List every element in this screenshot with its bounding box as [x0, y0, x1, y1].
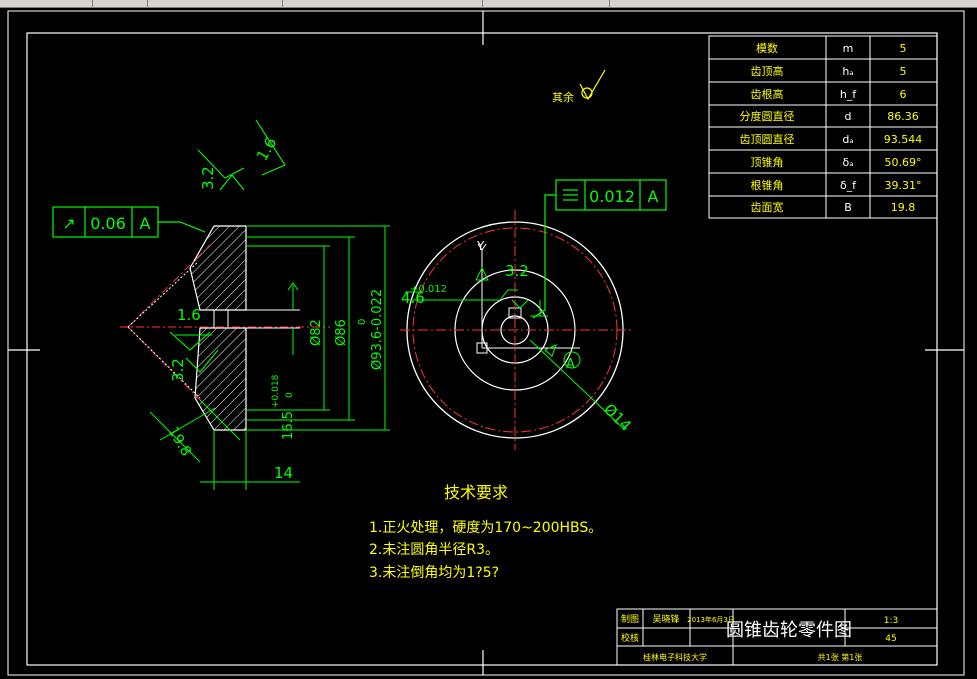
dim-14: 14	[274, 464, 293, 482]
gear-parameter-table	[708, 35, 938, 219]
symmetry-value: 0.012	[589, 187, 635, 206]
gear-front-view: Y	[400, 210, 632, 450]
param-name: 齿顶圆直径	[740, 132, 795, 146]
param-symbol: δₐ	[842, 156, 853, 169]
dim-phi93-upper: 0	[357, 319, 368, 325]
param-value: 93.544	[884, 133, 923, 146]
pitch-cone-lines	[120, 244, 330, 413]
window-toolbar-strip	[0, 0, 977, 8]
roughness-symbols-section	[169, 119, 286, 373]
roughness-16-top: 1.6	[253, 134, 281, 164]
dim-phi82: Ø82	[309, 319, 324, 346]
inner-frame	[26, 32, 938, 666]
axis-y-label: Y	[476, 239, 485, 253]
param-value: 5	[900, 65, 907, 78]
title-material: 45	[885, 634, 896, 644]
width-dimension-lines	[149, 399, 300, 490]
param-value: 19.8	[891, 201, 916, 214]
param-name: 顶锥角	[751, 156, 784, 169]
roughness-32-low: 3.2	[169, 358, 187, 382]
roughness-16-mid: 1.6	[177, 306, 201, 324]
param-symbol: dₐ	[842, 133, 853, 146]
title-drawer: 吴晓锋	[652, 613, 679, 625]
param-name: 模数	[756, 42, 778, 55]
param-name: 齿面宽	[751, 200, 784, 214]
param-value: 6	[900, 88, 907, 101]
runout-tolerance-frame	[52, 206, 206, 238]
runout-datum: A	[140, 214, 151, 233]
toolbar-segment[interactable]	[282, 0, 483, 7]
dim-phi14: Ø14	[600, 400, 635, 435]
dim-bore: 16.5	[281, 411, 296, 440]
title-block	[616, 608, 938, 666]
toolbar-segment[interactable]	[0, 0, 93, 7]
roughness-32-left: 3.2	[199, 166, 217, 190]
param-value: 5	[900, 42, 907, 55]
param-symbol: m	[843, 42, 854, 55]
gear-section-view	[120, 225, 330, 431]
diameter-dimension-lines	[246, 225, 390, 431]
toolbar-segment[interactable]	[147, 0, 283, 7]
dim-keyway-width: 4.6	[401, 289, 425, 307]
toolbar-segment[interactable]	[482, 0, 610, 7]
tech-item-3: 3.未注倒角均为1?5?	[369, 565, 499, 581]
param-name: 齿顶高	[751, 64, 784, 78]
dim-phi86: Ø86	[334, 319, 349, 346]
datum-a-label: A	[566, 357, 575, 372]
param-name: 齿根高	[751, 87, 784, 101]
param-symbol: hₐ	[842, 65, 853, 78]
title-school: 桂林电子科技大学	[643, 652, 707, 662]
tech-requirements-title: 技术要求	[444, 483, 508, 502]
param-value: 39.31°	[885, 179, 922, 192]
symmetry-tolerance-frame	[532, 179, 667, 319]
title-check-label: 校核	[621, 632, 639, 644]
param-name: 根锥角	[751, 178, 784, 192]
toolbar-segment[interactable]	[92, 0, 148, 7]
title-scale: 1:3	[884, 616, 898, 626]
param-value: 86.36	[887, 110, 919, 123]
param-value: 50.69°	[885, 156, 922, 169]
param-symbol: B	[844, 201, 852, 214]
title-sheet: 共1张 第1张	[818, 652, 863, 662]
param-symbol: d	[845, 110, 852, 123]
param-name: 分度圆直径	[740, 109, 795, 123]
title-date: 2013年6月3日	[687, 615, 735, 624]
runout-value: 0.06	[90, 214, 126, 233]
roughness-32-keyway: 3.2	[505, 262, 529, 280]
dim-bore-tol-lower: 0	[285, 392, 295, 398]
param-symbol: h_f	[840, 88, 857, 101]
outer-frame	[7, 10, 965, 676]
rest-roughness-label: 其余	[552, 90, 574, 104]
centering-marks	[8, 11, 964, 675]
dim-19-8: 19.8	[165, 424, 194, 459]
tech-item-2: 2.未注圆角半径R3。	[369, 542, 499, 558]
gear-parameter-rows: 模数 m 5 齿顶高 hₐ 5 齿根高 h_f 6 分度圆直径 d 86.36 …	[740, 42, 923, 214]
rest-roughness-symbol	[579, 69, 606, 101]
runout-symbol: ↗	[62, 214, 75, 233]
title-part-name: 圆锥齿轮零件图	[726, 620, 852, 641]
param-symbol: δ_f	[840, 179, 857, 192]
symmetry-datum: A	[648, 187, 659, 206]
dim-phi93: Ø93.6-0.022	[370, 289, 385, 370]
upper-hatched-section	[189, 225, 247, 311]
keyway-dimension-lines	[405, 266, 626, 431]
tech-item-1: 1.正火处理，硬度为170~200HBS。	[369, 520, 602, 536]
dim-bore-tol: +0.018	[271, 374, 281, 408]
title-draw-label: 制图	[621, 613, 639, 625]
dim-keyway-tol: +0.012	[410, 284, 447, 295]
